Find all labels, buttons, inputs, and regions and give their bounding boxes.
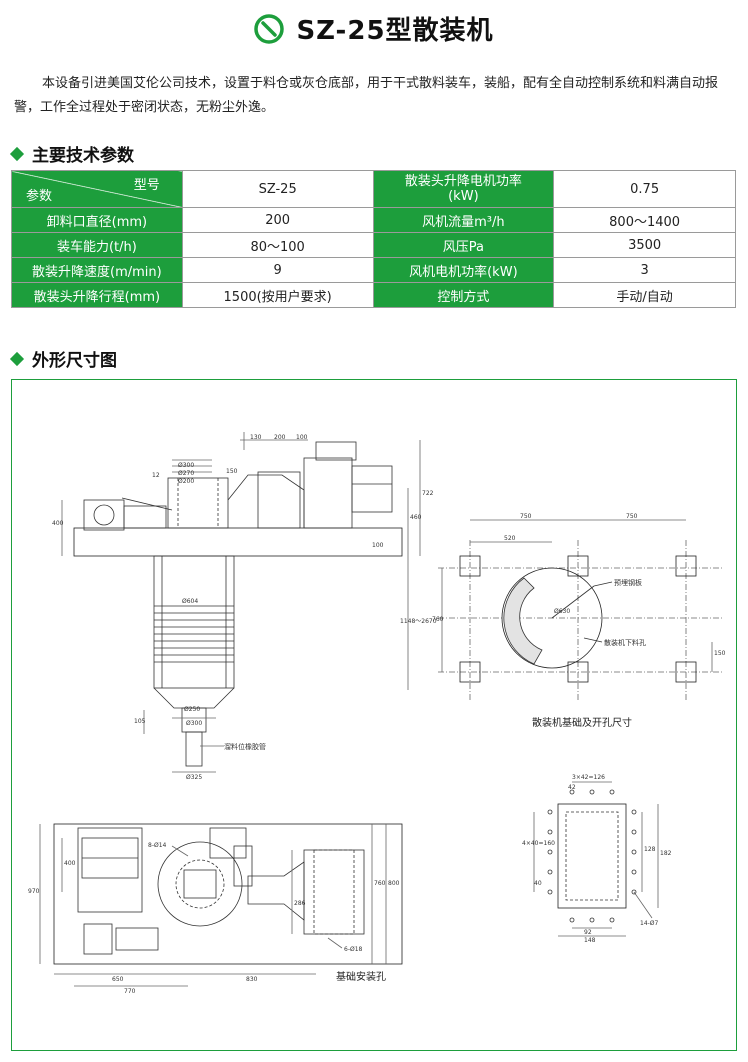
- table-row: 装车能力(t/h) 80～100 风压Pa 3500: [11, 232, 736, 258]
- dim-label: 830: [246, 976, 258, 983]
- dim-label: 520: [504, 535, 516, 542]
- section-drawing-title: 外形尺寸图: [32, 351, 117, 371]
- title-wrap: SZ-25型散装机: [254, 10, 493, 47]
- dim-label: 14-Ø7: [640, 920, 659, 927]
- table-cell: 200: [181, 207, 374, 233]
- corner-cell: 型号 参数: [11, 170, 183, 208]
- table-label-cell: 风机流量m³/h: [372, 207, 555, 233]
- dim-label: Ø270: [178, 470, 195, 477]
- foundation-caption: 散装机基础及开孔尺寸: [532, 718, 632, 729]
- dim-label: 150: [714, 650, 726, 657]
- dim-label: 92: [584, 929, 592, 936]
- dim-label: 650: [112, 976, 124, 983]
- dim-label: 750: [626, 513, 638, 520]
- corner-top-label: 型号: [133, 178, 160, 193]
- dim-label: 148: [584, 937, 596, 944]
- foundation-plan-view: [438, 519, 724, 700]
- technical-drawing: [39, 432, 724, 987]
- table-row: 型号 参数 SZ-25 散装头升降电机功率 (kW) 0.75: [11, 170, 736, 208]
- dim-label: Ø300: [186, 720, 203, 727]
- table-cell: 9: [181, 257, 374, 283]
- dim-label: 400: [64, 860, 76, 867]
- dim-label: 8-Ø14: [148, 842, 167, 849]
- table-cell: 3500: [553, 232, 736, 258]
- table-cell: 0.75: [553, 170, 736, 208]
- dim-label: Ø325: [186, 774, 203, 781]
- table-cell: 80～100: [181, 232, 374, 258]
- dim-label: 150: [226, 468, 238, 475]
- dim-label: 12: [152, 472, 160, 479]
- table-label-cell: 控制方式: [372, 282, 555, 308]
- dim-label: 200: [274, 434, 286, 441]
- dim-label: Ø630: [554, 608, 571, 615]
- dim-label: 182: [660, 850, 672, 857]
- dim-label: 750: [520, 513, 532, 520]
- intro-paragraph: 本设备引进美国艾伦公司技术，设置于料仓或灰仓底部，用于干式散料装车，装船，配有全…: [14, 76, 719, 115]
- table-row: 卸料口直径(mm) 200 风机流量m³/h 800～1400: [11, 207, 736, 233]
- dim-label: Ø300: [178, 462, 195, 469]
- section-params-heading: 主要技术参数: [9, 141, 134, 166]
- table-cell: 1500(按用户要求): [181, 282, 374, 308]
- table-label-cell: 散装头升降电机功率 (kW): [372, 170, 555, 208]
- dim-label: Ø200: [178, 478, 195, 485]
- table-cell: 3: [553, 257, 736, 283]
- title-row: SZ-25型散装机: [0, 10, 748, 46]
- discharge-hole-caption: 散装机下料孔: [604, 639, 646, 647]
- embed-plate-caption: 预埋钢板: [614, 579, 642, 587]
- table-row: 散装升降速度(m/min) 9 风机电机功率(kW) 3: [11, 257, 736, 283]
- section-params-title: 主要技术参数: [32, 146, 134, 166]
- dim-label: 970: [28, 888, 40, 895]
- table-label-cell: 卸料口直径(mm): [11, 207, 183, 233]
- dim-label: 100: [372, 542, 384, 549]
- dim-label: Ø604: [182, 598, 199, 605]
- section-drawing-heading: 外形尺寸图: [9, 346, 117, 371]
- dim-label: 1148～2670: [400, 618, 437, 625]
- table-label-cell: 散装头升降行程(mm): [11, 282, 183, 308]
- green-circle-logo-icon: [254, 13, 285, 44]
- corner-bottom-label: 参数: [26, 189, 53, 204]
- dim-label: 400: [52, 520, 64, 527]
- front-elevation-view: [61, 432, 421, 773]
- table-cell: SZ-25: [181, 170, 374, 208]
- dim-label: Ø250: [184, 706, 201, 713]
- dim-label: 722: [422, 490, 434, 497]
- dim-label: 286: [294, 900, 306, 907]
- dim-label: 460: [410, 514, 422, 521]
- diamond-bullet-icon: [9, 146, 25, 161]
- table-label-cell: 装车能力(t/h): [11, 232, 183, 258]
- dim-label: 6-Ø18: [344, 946, 363, 953]
- dim-label: 130: [250, 434, 262, 441]
- pipe-caption: 溜料位橡胶管: [224, 743, 266, 751]
- dim-label: 40: [534, 880, 542, 887]
- page-title: SZ-25型散装机: [296, 16, 494, 46]
- dim-label: 770: [124, 988, 136, 995]
- dim-label: 4×40=160: [522, 840, 555, 847]
- dim-label: 3×42=126: [572, 774, 605, 781]
- table-label-cell: 散装升降速度(m/min): [11, 257, 183, 283]
- table-cell: 800～1400: [553, 207, 736, 233]
- dim-label: 100: [296, 434, 308, 441]
- table-cell: 手动/自动: [553, 282, 736, 308]
- dim-label: 760: [432, 616, 444, 623]
- dim-label: 42: [568, 784, 576, 791]
- dimension-drawing-panel: Ø300 Ø270 Ø200 130 200 100 150 12 400 46…: [11, 379, 737, 1051]
- dim-label: 760: [374, 880, 386, 887]
- diamond-bullet-icon: [9, 351, 25, 366]
- table-label-cell: 风机电机功率(kW): [372, 257, 555, 283]
- table-label-cell: 风压Pa: [372, 232, 555, 258]
- dim-label: 128: [644, 846, 656, 853]
- dim-label: 800: [388, 880, 400, 887]
- hole-plate-view: [533, 781, 659, 937]
- params-table: 型号 参数 SZ-25 散装头升降电机功率 (kW) 0.75 卸料口直径(mm…: [11, 170, 736, 308]
- install-holes-caption: 基础安装孔: [336, 972, 386, 983]
- plan-view: [39, 823, 403, 987]
- dim-label: 105: [134, 718, 146, 725]
- table-row: 散装头升降行程(mm) 1500(按用户要求) 控制方式 手动/自动: [11, 282, 736, 308]
